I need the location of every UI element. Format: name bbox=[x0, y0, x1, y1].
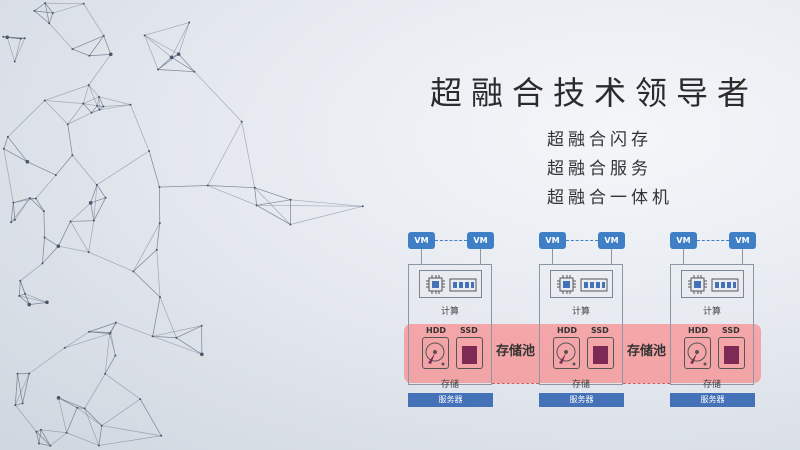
server-label-bar: 服务器 bbox=[539, 393, 624, 407]
server-node: 计算 HDD SSD 存储 bbox=[539, 264, 623, 390]
compute-label: 计算 bbox=[571, 307, 590, 317]
subtitle-flash: 超融合闪存 bbox=[547, 130, 652, 150]
compute-label: 计算 bbox=[702, 307, 721, 317]
pool-link bbox=[492, 383, 539, 384]
cpu-memory-icon bbox=[426, 275, 477, 294]
compute-module bbox=[419, 270, 482, 298]
server-label-bar: 服务器 bbox=[408, 393, 493, 407]
ssd-icon bbox=[718, 337, 745, 369]
server-node: 计算 HDD SSD 存储 bbox=[670, 264, 754, 390]
vm-link bbox=[697, 240, 729, 241]
vm-connector bbox=[742, 249, 743, 264]
server-label-bar: 服务器 bbox=[670, 393, 755, 407]
hdd-label: HDD bbox=[688, 326, 708, 335]
compute-label: 计算 bbox=[440, 307, 459, 317]
subtitle-service: 超融合服务 bbox=[547, 159, 652, 179]
vm-connector bbox=[552, 249, 553, 264]
hdd-icon bbox=[422, 337, 449, 369]
vm-link bbox=[435, 240, 467, 241]
vm-badge: VM bbox=[598, 232, 625, 249]
ssd-label: SSD bbox=[460, 326, 478, 335]
vm-connector bbox=[611, 249, 612, 264]
vm-badge: VM bbox=[670, 232, 697, 249]
compute-module bbox=[681, 270, 744, 298]
vm-connector bbox=[480, 249, 481, 264]
hdd-label: HDD bbox=[426, 326, 446, 335]
ssd-icon bbox=[587, 337, 614, 369]
ssd-icon bbox=[456, 337, 483, 369]
storage-label: 存储 bbox=[571, 380, 590, 390]
storage-label: 存储 bbox=[702, 380, 721, 390]
storage-label: 存储 bbox=[440, 380, 459, 390]
cpu-memory-icon bbox=[557, 275, 608, 294]
hdd-label: HDD bbox=[557, 326, 577, 335]
ssd-label: SSD bbox=[722, 326, 740, 335]
ssd-label: SSD bbox=[591, 326, 609, 335]
cpu-memory-icon bbox=[688, 275, 739, 294]
subtitle-list: 超融合闪存 超融合服务 超融合一体机 bbox=[547, 126, 673, 213]
vm-badge: VM bbox=[539, 232, 566, 249]
compute-module bbox=[550, 270, 613, 298]
slide-title: 超融合技术领导者 bbox=[430, 74, 759, 112]
vm-connector bbox=[421, 249, 422, 264]
server-node: 计算 HDD SSD 存储 bbox=[408, 264, 492, 390]
vm-badge: VM bbox=[729, 232, 756, 249]
vm-connector bbox=[683, 249, 684, 264]
vm-link bbox=[566, 240, 598, 241]
subtitle-appliance: 超融合一体机 bbox=[547, 188, 673, 208]
pool-link bbox=[623, 383, 670, 384]
storage-pool-label: 存储池 bbox=[627, 344, 667, 359]
vm-badge: VM bbox=[467, 232, 494, 249]
hdd-icon bbox=[684, 337, 711, 369]
vm-badge: VM bbox=[408, 232, 435, 249]
hdd-icon bbox=[553, 337, 580, 369]
storage-pool-label: 存储池 bbox=[496, 344, 536, 359]
